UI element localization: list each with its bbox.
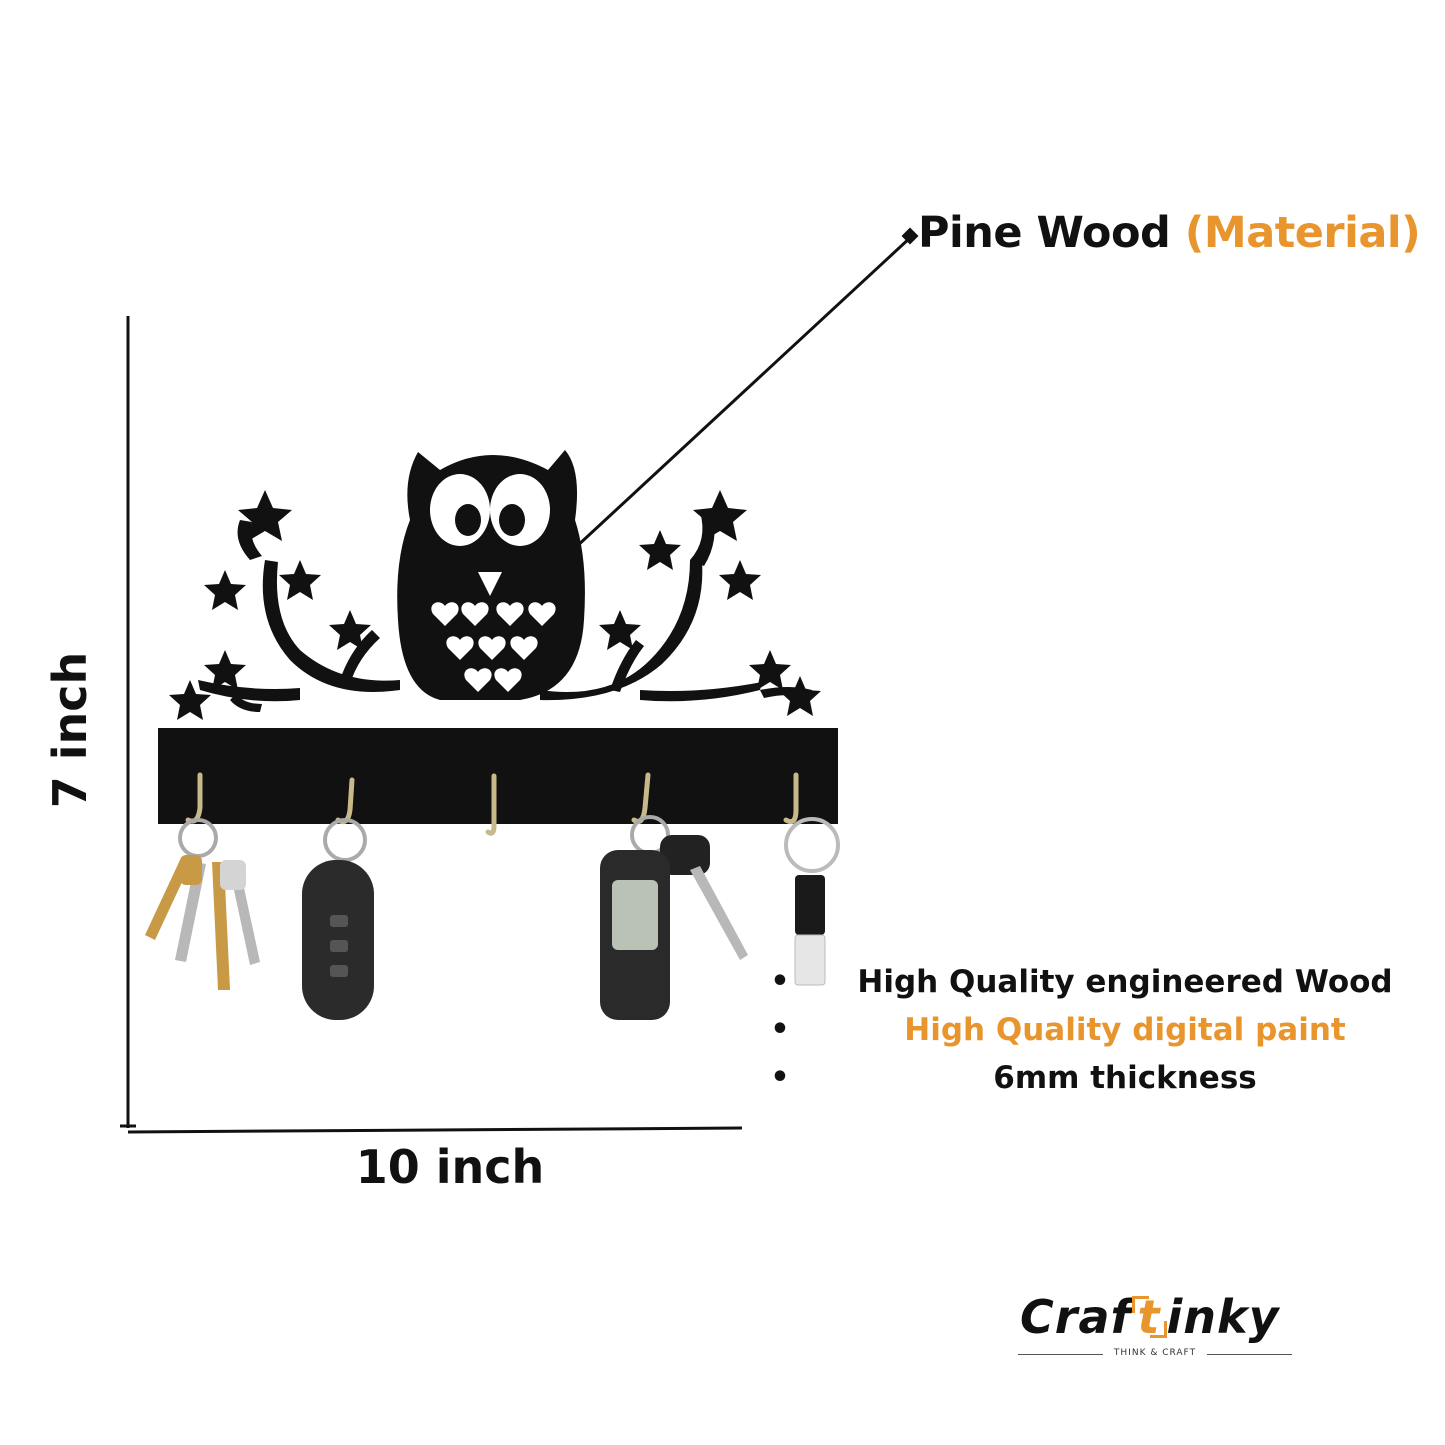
width-dimension-line (127, 1126, 743, 1134)
material-name: Pine Wood (918, 208, 1171, 258)
material-pointer-line (573, 234, 914, 550)
car-remote (302, 818, 374, 1020)
holder-base-board (158, 728, 838, 824)
alarm-remote-with-key (600, 815, 748, 1020)
brand-tagline: THINK & CRAFT (1010, 1348, 1300, 1358)
feature-item: • High Quality engineered Wood (770, 958, 1430, 1006)
feature-item: • 6mm thickness (770, 1054, 1430, 1102)
feature-text: High Quality digital paint (904, 1012, 1346, 1048)
width-label: 10 inch (355, 1140, 545, 1194)
house-keys (145, 818, 260, 990)
usb-keychain (784, 817, 840, 986)
bullet-icon: • (770, 964, 790, 999)
material-label: Pine Wood (Material) (918, 208, 1421, 258)
feature-item: • High Quality digital paint (770, 1006, 1430, 1054)
material-note: (Material) (1184, 208, 1421, 258)
owl-face (430, 474, 550, 596)
feature-text: High Quality engineered Wood (857, 964, 1393, 1000)
hook-5 (783, 772, 799, 825)
feature-list: • High Quality engineered Wood • High Qu… (770, 958, 1430, 1102)
feature-text: 6mm thickness (993, 1060, 1257, 1096)
height-label: 7 inch (43, 651, 97, 809)
hook-3 (485, 773, 497, 836)
bullet-icon: • (770, 1012, 790, 1047)
bullet-icon: • (770, 1060, 790, 1095)
owl-hearts (431, 602, 556, 692)
